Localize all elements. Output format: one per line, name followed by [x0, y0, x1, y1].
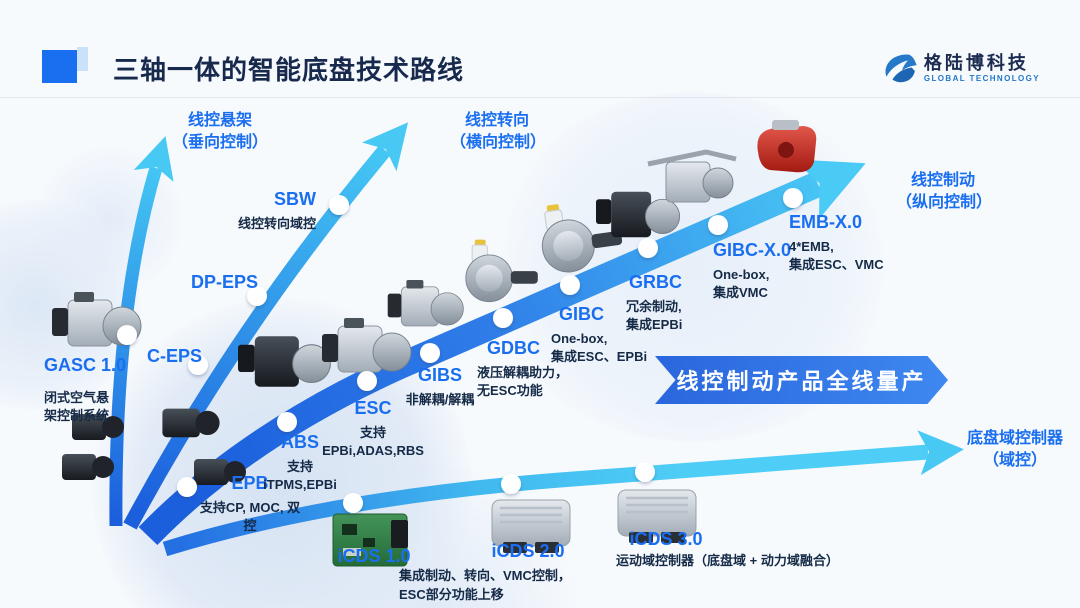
- label-gdbc: GDBC 液压解耦助力， 无ESC功能: [477, 338, 568, 401]
- product-name: SBW: [274, 189, 316, 209]
- product-image-esc: [321, 317, 412, 373]
- product-desc: 支持CP, MOC, 双控: [199, 499, 301, 534]
- node-gasc: [117, 325, 137, 345]
- label-epb: EPB 支持CP, MOC, 双控: [196, 473, 304, 536]
- product-name: GIBS: [417, 365, 462, 385]
- page-title: 三轴一体的智能底盘技术路线: [113, 55, 465, 85]
- product-name: iCDS 3.0: [629, 529, 703, 549]
- node-dpeps: [247, 286, 267, 306]
- node-gibc: [560, 275, 580, 295]
- title-accent-square: [42, 47, 88, 83]
- axis-label-steering: 线控转向 （横向控制）: [450, 112, 547, 151]
- product-desc: 液压解耦助力， 无ESC功能: [477, 364, 569, 399]
- label-icds1-desc: 集成制动、转向、VMC控制， ESC部分功能上移: [399, 563, 571, 605]
- logo-name: 格陆博科技: [923, 52, 1029, 73]
- label-gibs: GIBS 非解耦/解耦: [402, 365, 478, 409]
- logo-swirl-icon: [885, 54, 917, 83]
- banner-mass-production: 线控制动产品全线量产: [655, 356, 948, 404]
- node-icds1: [343, 493, 363, 513]
- node-grbc: [638, 238, 658, 258]
- axis-label-domain: 底盘域控制器 （域控）: [966, 430, 1063, 469]
- label-abs: ABS 支持iTPMS,EPBi: [252, 432, 348, 495]
- product-name: GIBC: [559, 304, 604, 324]
- product-desc: 集成制动、转向、VMC控制， ESC部分功能上移: [399, 568, 571, 602]
- node-gdbc: [493, 308, 513, 328]
- node-abs: [277, 412, 297, 432]
- product-desc: 运动域控制器（底盘域 + 动力域融合）: [616, 553, 839, 568]
- label-gasc: GASC 1.0 闭式空气悬 架控制系统: [44, 355, 126, 426]
- product-name: GASC 1.0: [44, 355, 127, 375]
- product-name: GIBC-X.0: [713, 240, 792, 260]
- product-image-epb-part: [62, 454, 114, 480]
- node-icds3: [635, 462, 655, 482]
- product-image-gdbc: [465, 239, 539, 303]
- header: 三轴一体的智能底盘技术路线 格陆博科技 GLOBAL TECHNOLOGY: [0, 0, 1080, 98]
- product-name: C-EPS: [147, 346, 203, 366]
- node-ceps: [188, 355, 208, 375]
- product-name: iCDS 2.0: [491, 541, 565, 561]
- product-desc: 支持EPBi,ADAS,RBS: [322, 424, 424, 459]
- node-esc: [357, 371, 377, 391]
- product-desc: 4*EMB, 集成ESC、VMC: [789, 238, 884, 273]
- node-gibc-x: [708, 215, 728, 235]
- label-gibc: GIBC One-box, 集成ESC、EPBi: [551, 304, 647, 367]
- label-esc: ESC 支持EPBi,ADAS,RBS: [315, 398, 431, 461]
- product-desc: One-box, 集成ESC、EPBi: [551, 330, 648, 365]
- company-logo: 格陆博科技 GLOBAL TECHNOLOGY: [881, 50, 1040, 86]
- logo-text: 格陆博科技 GLOBAL TECHNOLOGY: [924, 54, 1040, 83]
- label-grbc: GRBC 冗余制动, 集成EPBi: [626, 272, 682, 335]
- axis-label-suspension: 线控悬架 （垂向控制）: [171, 112, 268, 151]
- product-name: GDBC: [487, 338, 540, 358]
- label-icds2: iCDS 2.0: [489, 541, 567, 563]
- label-gibc-x: GIBC-X.0 One-box, 集成VMC: [713, 240, 791, 303]
- product-image-gibs: [387, 279, 464, 327]
- product-name: ESC: [354, 398, 392, 418]
- product-desc: 非解耦/解耦: [405, 391, 475, 407]
- product-name: EMB-X.0: [789, 212, 863, 232]
- node-sbw: [329, 195, 349, 215]
- label-icds3: iCDS 3.0: [627, 529, 705, 551]
- label-icds1: iCDS 1.0: [335, 546, 413, 568]
- product-name: iCDS 1.0: [337, 546, 411, 566]
- product-name: EPB: [231, 473, 269, 493]
- product-desc: 闭式空气悬 架控制系统: [44, 389, 110, 424]
- product-image-epb-part: [162, 408, 220, 438]
- label-sbw: SBW 线控转向域控: [226, 189, 316, 233]
- node-icds2: [501, 474, 521, 494]
- product-desc: One-box, 集成VMC: [713, 266, 770, 301]
- label-ceps: C-EPS: [147, 346, 202, 368]
- product-name: GRBC: [629, 272, 682, 292]
- product-desc: 支持iTPMS,EPBi: [263, 458, 337, 493]
- product-desc: 线控转向域控: [237, 215, 316, 231]
- node-gibs: [420, 343, 440, 363]
- milestone-nodes: [117, 188, 803, 513]
- logo-subtitle: GLOBAL TECHNOLOGY: [923, 73, 1040, 83]
- product-desc: 冗余制动, 集成EPBi: [626, 298, 683, 333]
- label-icds3-desc: 运动域控制器（底盘域 + 动力域融合）: [616, 548, 839, 571]
- product-name: ABS: [280, 432, 319, 452]
- node-epb: [177, 477, 197, 497]
- product-image-gibc-x: [648, 152, 736, 202]
- node-emb-x: [783, 188, 803, 208]
- product-image-abs: [237, 335, 331, 388]
- axis-label-braking: 线控制动 （纵向控制）: [896, 172, 993, 211]
- label-dpeps: DP-EPS: [191, 272, 258, 294]
- label-emb-x: EMB-X.0 4*EMB, 集成ESC、VMC: [789, 212, 884, 275]
- product-image-emb: [757, 120, 817, 173]
- product-name: DP-EPS: [191, 272, 259, 292]
